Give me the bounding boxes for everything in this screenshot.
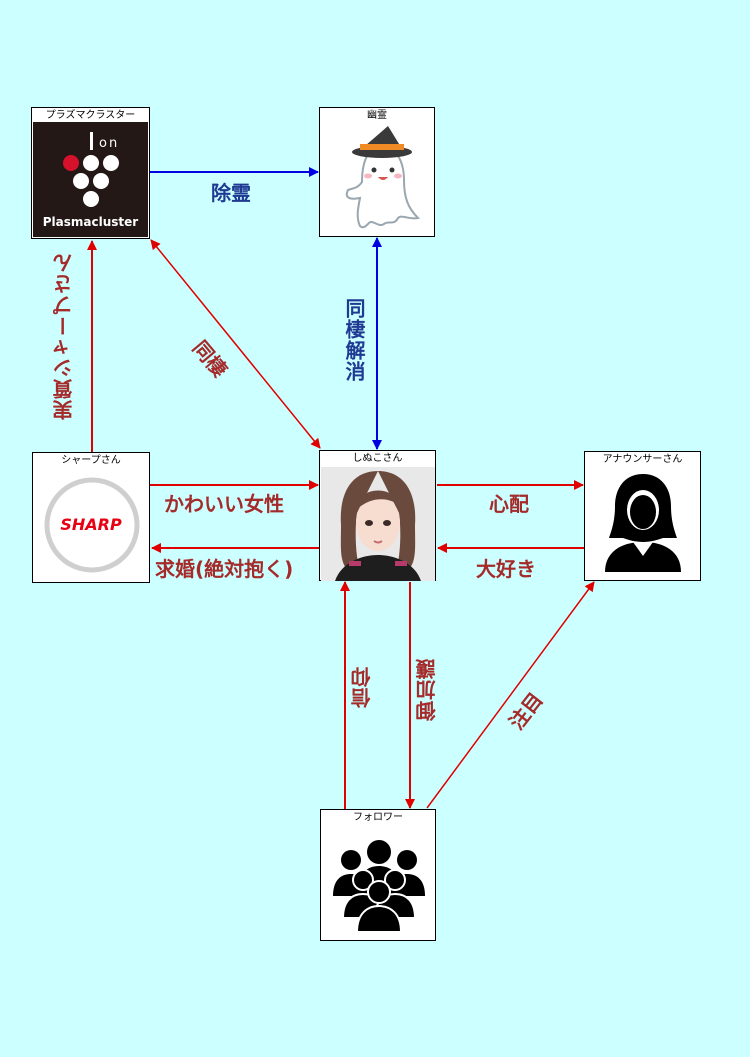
- ghost-icon: [345, 126, 421, 229]
- sharp-logo-text: SHARP: [60, 515, 122, 534]
- node-title: プラズマクラスター: [45, 110, 136, 121]
- woman-silhouette-icon: [605, 474, 681, 572]
- node-title: シャープさん: [61, 455, 121, 466]
- node-ghost[interactable]: 幽霊: [319, 107, 435, 237]
- label-worry: 心配: [489, 492, 529, 516]
- node-title: アナウンサーさん: [602, 454, 683, 465]
- node-shinuko[interactable]: しぬこさん: [319, 450, 436, 581]
- node-title: しぬこさん: [352, 453, 403, 464]
- sharp-logo-icon: [44, 477, 140, 573]
- edge-cohabit: [150, 239, 321, 449]
- node-announcer[interactable]: アナウンサーさん: [584, 451, 701, 581]
- label-blessing: 御加護: [415, 658, 439, 721]
- label-love: 大好き: [476, 557, 536, 581]
- plasmacluster-brand-text: Plasmacluster: [42, 215, 139, 229]
- label-sharp-real: 実質シャープさん: [52, 252, 76, 420]
- label-cute-woman: かわいい女性: [164, 492, 284, 516]
- plasmacluster-logo-icon: on Plasmacluster: [33, 122, 148, 237]
- node-sharp[interactable]: シャープさん SHARP: [32, 452, 150, 583]
- plasmacluster-on-text: on: [99, 136, 120, 151]
- group-silhouette-icon: [333, 840, 425, 932]
- node-title: 幽霊: [367, 110, 387, 121]
- node-title: フォロワー: [353, 812, 403, 823]
- woman-portrait-icon: [321, 467, 435, 581]
- label-exorcise: 除霊: [211, 181, 251, 205]
- label-faith: 信仰: [350, 666, 374, 708]
- node-follower[interactable]: フォロワー: [320, 809, 436, 941]
- label-cohabit-end: 同棲解消: [342, 298, 366, 382]
- edge-attention: [426, 581, 595, 809]
- label-proposal: 求婚(絶対抱く): [155, 557, 294, 581]
- node-plasmacluster[interactable]: プラズマクラスター on Plasmacluster: [31, 107, 150, 239]
